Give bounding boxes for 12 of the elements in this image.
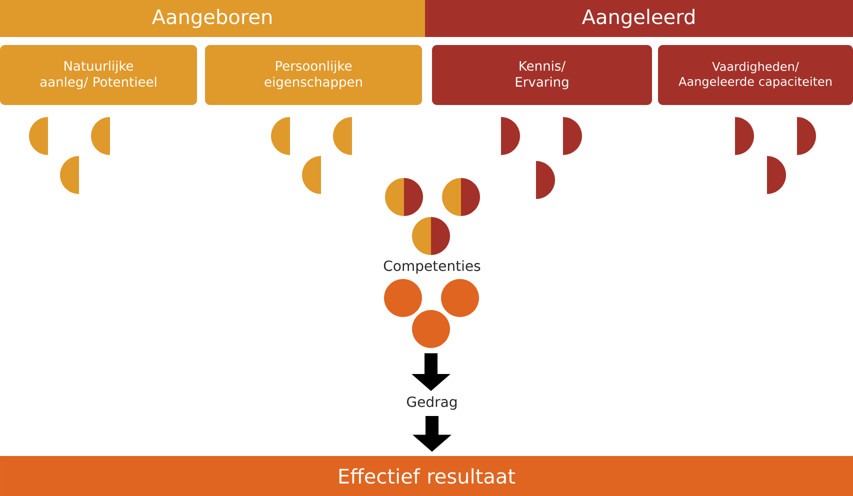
- circle: [412, 310, 450, 348]
- label-text: Gedrag: [407, 396, 457, 410]
- band: Effectief resultaat: [0, 456, 853, 496]
- circle: [441, 279, 479, 317]
- category-box: Vaardigheden/ Aangeleerde capaciteiten: [658, 45, 853, 105]
- category-box: Kennis/ Ervaring: [432, 45, 652, 105]
- category-box: Persoonlijke eigenschappen: [205, 45, 422, 105]
- circle: [384, 279, 422, 317]
- label-text: Competenties: [384, 260, 480, 274]
- band: Aangeleerd: [425, 0, 853, 37]
- band: Aangeboren: [0, 0, 425, 37]
- category-box: Natuurlijke aanleg/ Potentieel: [0, 45, 197, 105]
